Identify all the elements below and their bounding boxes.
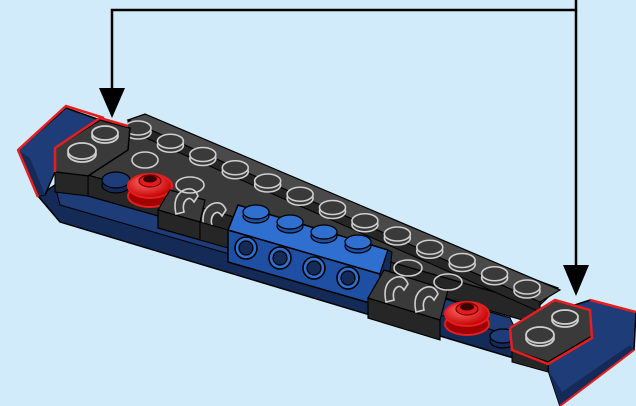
- stud-icon: [526, 327, 554, 346]
- stud-icon: [311, 225, 337, 243]
- left-navy-round: [102, 172, 130, 193]
- stud-icon: [449, 254, 475, 272]
- stud-icon: [417, 240, 443, 258]
- stud-icon: [157, 134, 183, 152]
- left-arrow: [99, 0, 576, 118]
- right-round-stud: [445, 302, 489, 335]
- stud-icon: [552, 310, 578, 327]
- stud-icon: [345, 235, 371, 253]
- technic-hole-icon: [303, 257, 325, 279]
- stud-icon: [482, 267, 508, 285]
- stud-icon: [92, 126, 118, 143]
- stud-icon: [190, 148, 216, 166]
- down-arrow-icon: [99, 88, 125, 118]
- stud-icon: [243, 205, 269, 223]
- technic-hole-icon: [235, 237, 257, 259]
- stud-icon: [384, 227, 410, 245]
- stud-icon: [320, 201, 346, 219]
- stud-icon: [255, 174, 281, 192]
- technic-hole-icon: [269, 247, 291, 269]
- stud-icon: [287, 187, 313, 205]
- stud-icon: [68, 143, 96, 162]
- stud-icon: [514, 280, 540, 298]
- stud-icon: [352, 214, 378, 232]
- right-arrow: [563, 10, 589, 296]
- stud-icon: [277, 215, 303, 233]
- stud-icon: [222, 161, 248, 179]
- down-arrow-icon: [563, 265, 589, 296]
- technic-hole-icon: [337, 267, 359, 289]
